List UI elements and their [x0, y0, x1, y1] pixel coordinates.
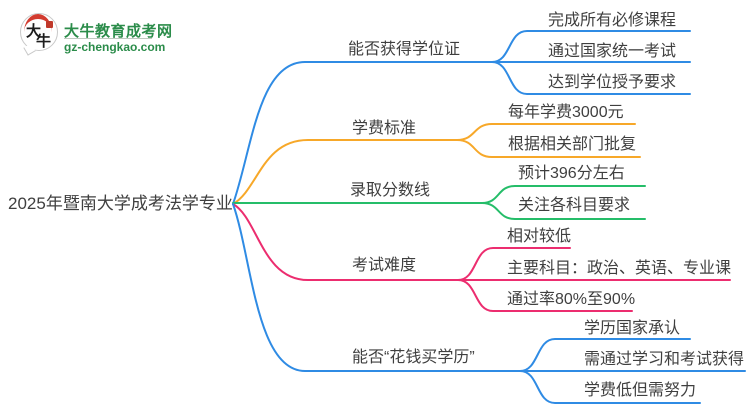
branch3-leaf2-line [481, 202, 646, 220]
brand-domain: gz-chengkao.com [64, 40, 166, 54]
branch2-leaf1-line [456, 123, 636, 141]
branch5-leaf3-line [519, 370, 701, 404]
branch-difficulty-label: 考试难度 [352, 257, 417, 274]
leaf-estimated-score: 预计396分左右 [518, 165, 625, 182]
leaf-department-approval: 根据相关部门批复 [508, 136, 637, 153]
branch1-main-line [232, 61, 493, 205]
brand-divider [64, 38, 152, 39]
leaf-study-and-exams: 需通过学习和考试获得 [584, 351, 745, 368]
badge-char-niu: 牛 [36, 34, 52, 50]
leaf-annual-tuition: 每年学费3000元 [508, 104, 624, 121]
branch-degree-label: 能否获得学位证 [348, 41, 461, 58]
branch4-leaf3-line [457, 279, 633, 312]
leaf-state-recognized: 学历国家承认 [584, 320, 681, 337]
badge-char-da: 大 [26, 24, 42, 40]
brand-title: 大牛教育成考网 [64, 23, 173, 40]
badge-seal-icon [46, 21, 53, 28]
branch5-main-line [232, 203, 521, 372]
branch4-leaf1-line [457, 247, 571, 281]
brand-logo: 大 牛 大牛教育成考网 gz-chengkao.com [0, 0, 200, 70]
leaf-relatively-low: 相对较低 [507, 228, 572, 245]
branch-score-label: 录取分数线 [350, 182, 431, 199]
leaf-complete-courses: 完成所有必修课程 [548, 12, 677, 29]
leaf-low-tuition-effort: 学费低但需努力 [584, 382, 697, 399]
branch4-main-line [232, 203, 459, 281]
branch-tuition-label: 学费标准 [352, 120, 417, 137]
root-node-label: 2025年暨南大学成考法学专业 [8, 194, 233, 213]
leaf-pass-rate: 通过率80%至90% [507, 291, 636, 308]
branch2-main-line [232, 139, 458, 205]
leaf-degree-requirements: 达到学位授予要求 [548, 74, 677, 91]
leaf-main-subjects: 主要科目：政治、英语、专业课 [507, 260, 732, 277]
branch-buy-diploma-label: 能否“花钱买学历” [352, 349, 475, 366]
branch1-leaf1-line [491, 30, 691, 63]
badge-speech-tail [23, 43, 36, 56]
branch3-leaf1-line [481, 185, 646, 204]
branch1-leaf3-line [491, 61, 691, 95]
leaf-subject-requirements: 关注各科目要求 [518, 197, 631, 214]
branch2-leaf2-line [456, 139, 641, 158]
badge-red-arc-icon [24, 14, 52, 32]
leaf-national-exam: 通过国家统一考试 [548, 43, 677, 60]
branch5-leaf1-line [519, 338, 691, 372]
brand-badge-icon: 大 牛 [20, 13, 58, 56]
